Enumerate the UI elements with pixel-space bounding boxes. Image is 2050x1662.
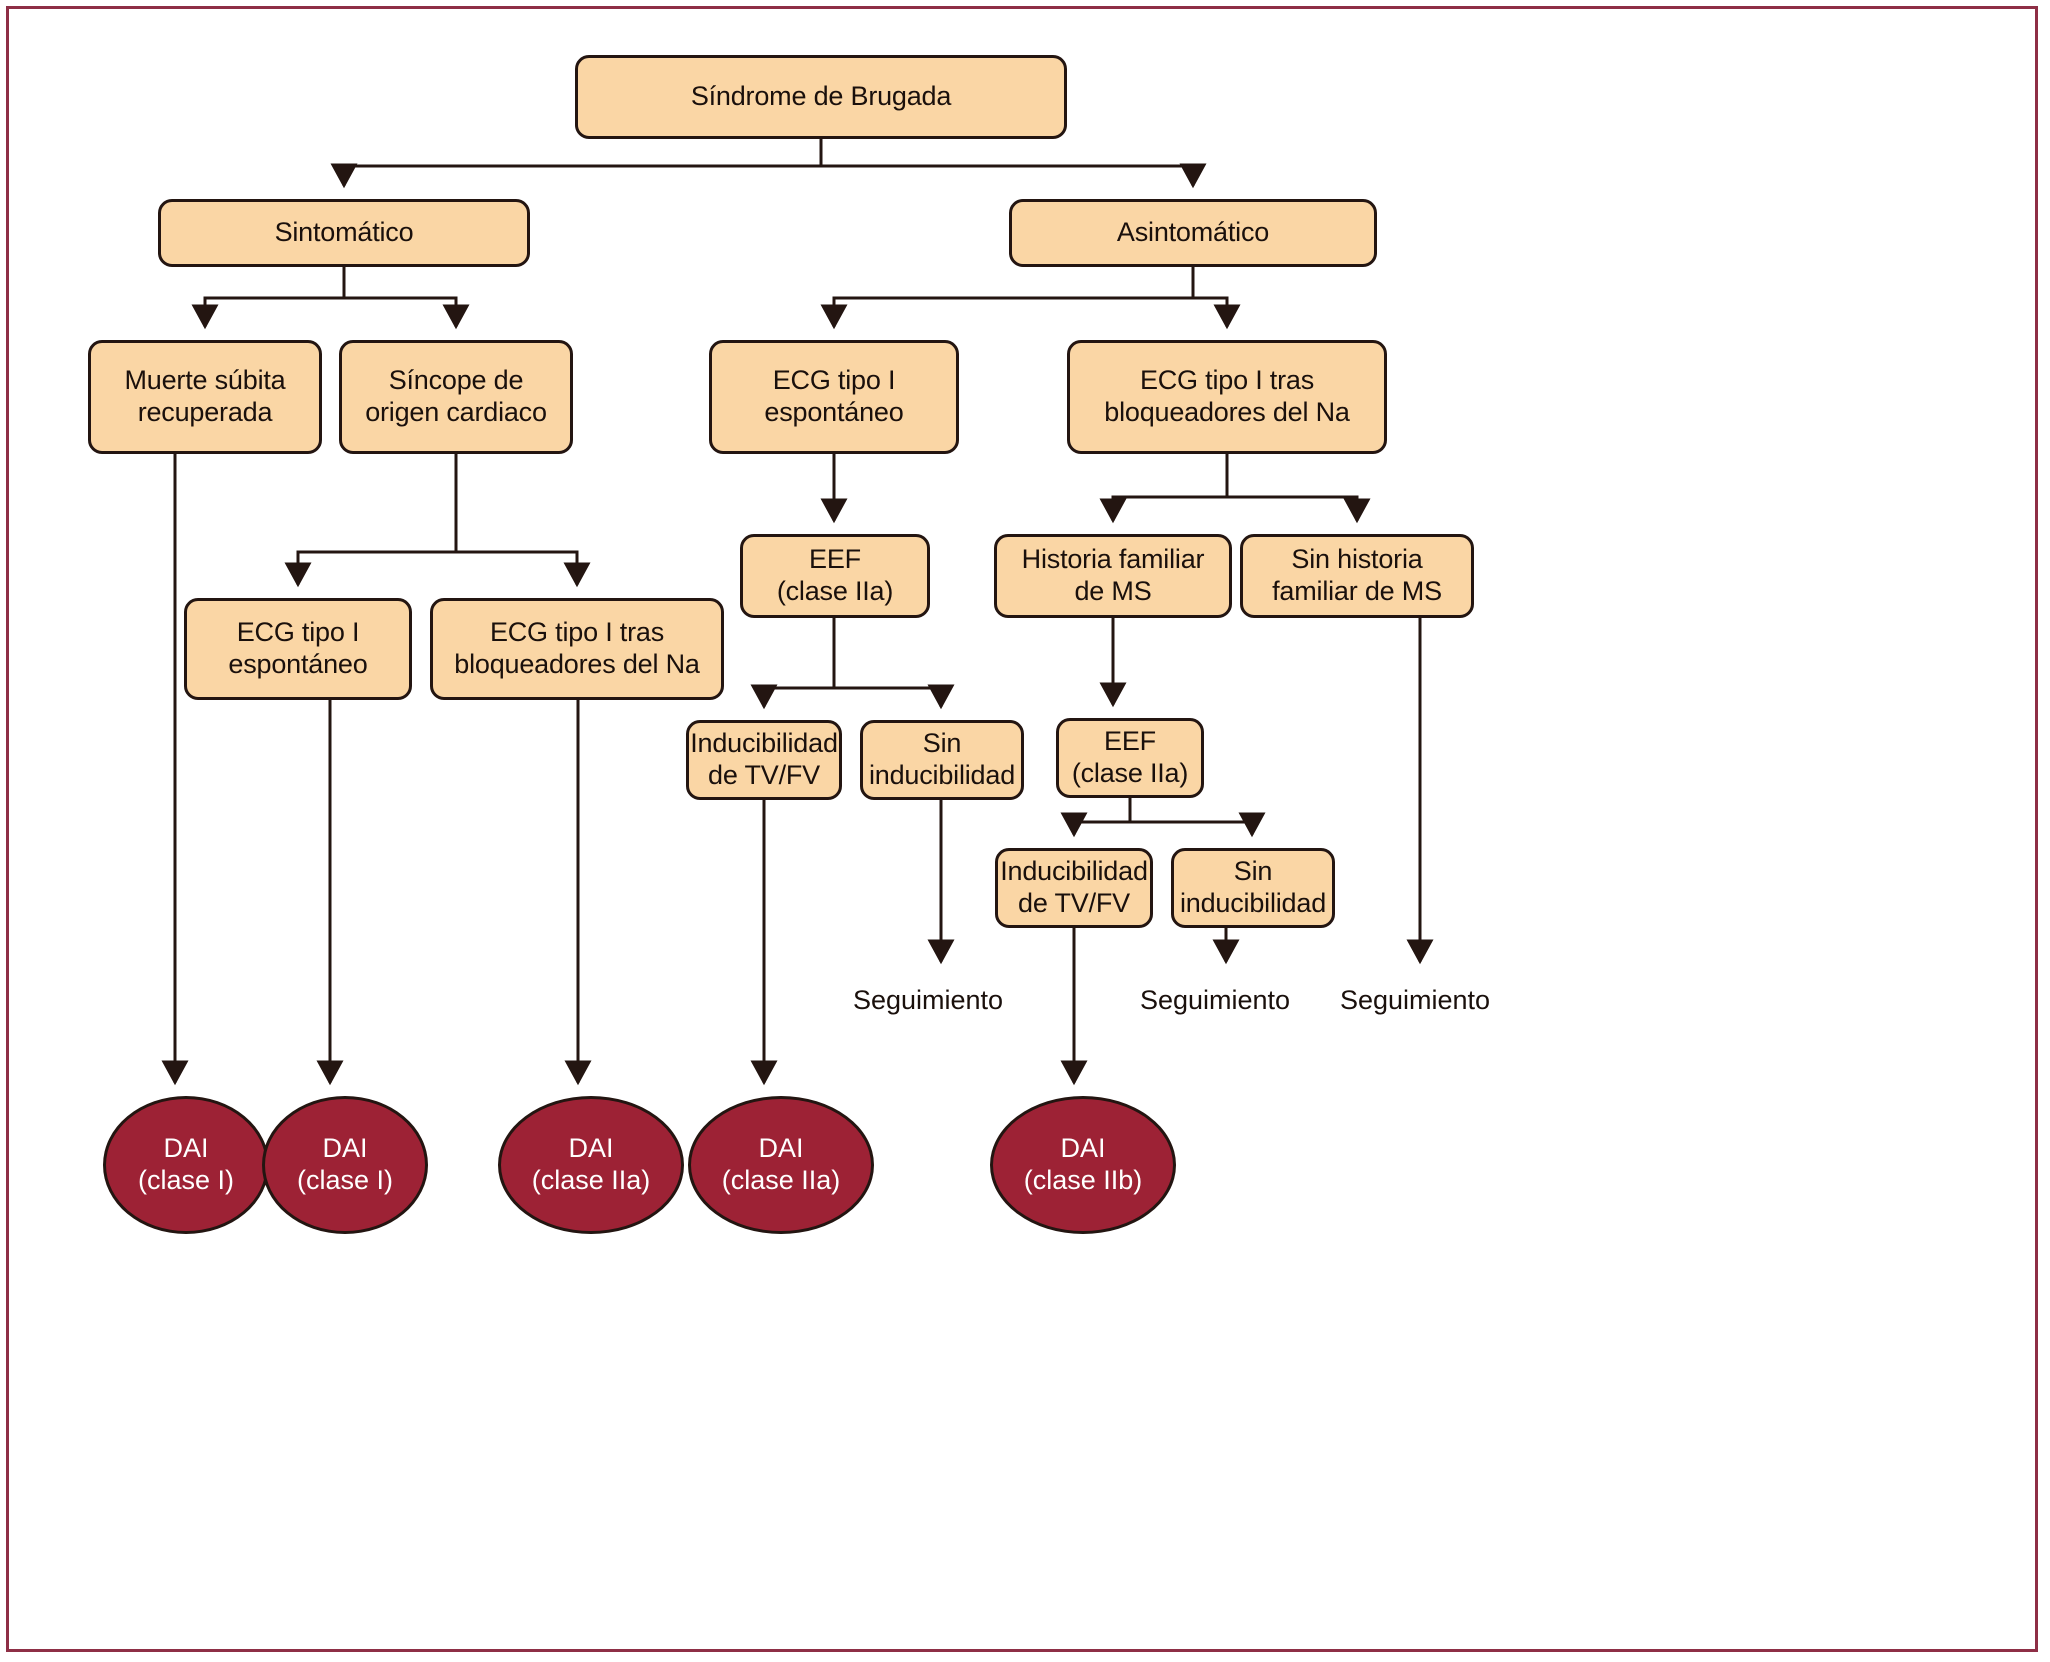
label-seguimiento-1: Seguimiento <box>852 985 1004 1015</box>
node-eef-bloq[interactable]: EEF (clase IIa) <box>1056 718 1204 798</box>
label-seguimiento-2: Seguimiento <box>1139 985 1291 1015</box>
node-hist-fam[interactable]: Historia familiar de MS <box>994 534 1232 618</box>
terminal-dai-3[interactable]: DAI (clase IIa) <box>498 1096 684 1234</box>
node-sin-induc-bloq[interactable]: Sin inducibilidad <box>1171 848 1335 928</box>
node-ecg-bloq-asint[interactable]: ECG tipo I tras bloqueadores del Na <box>1067 340 1387 454</box>
terminal-dai-1[interactable]: DAI (clase I) <box>103 1096 269 1234</box>
node-ecg-bloq-sint[interactable]: ECG tipo I tras bloqueadores del Na <box>430 598 724 700</box>
node-ecg-esp-sint[interactable]: ECG tipo I espontáneo <box>184 598 412 700</box>
node-sincope[interactable]: Síncope de origen cardiaco <box>339 340 573 454</box>
terminal-dai-2[interactable]: DAI (clase I) <box>262 1096 428 1234</box>
terminal-dai-5[interactable]: DAI (clase IIb) <box>990 1096 1176 1234</box>
node-induc-bloq[interactable]: Inducibilidad de TV/FV <box>995 848 1153 928</box>
node-muerte-subita[interactable]: Muerte súbita recuperada <box>88 340 322 454</box>
node-eef-esp[interactable]: EEF (clase IIa) <box>740 534 930 618</box>
label-seguimiento-3: Seguimiento <box>1339 985 1491 1015</box>
node-induc-esp[interactable]: Inducibilidad de TV/FV <box>686 720 842 800</box>
node-ecg-esp-asint[interactable]: ECG tipo I espontáneo <box>709 340 959 454</box>
terminal-dai-4[interactable]: DAI (clase IIa) <box>688 1096 874 1234</box>
node-sin-induc-esp[interactable]: Sin inducibilidad <box>860 720 1024 800</box>
node-asintomatico[interactable]: Asintomático <box>1009 199 1377 267</box>
node-root[interactable]: Síndrome de Brugada <box>575 55 1067 139</box>
node-sin-hist-fam[interactable]: Sin historia familiar de MS <box>1240 534 1474 618</box>
node-sintomatico[interactable]: Sintomático <box>158 199 530 267</box>
